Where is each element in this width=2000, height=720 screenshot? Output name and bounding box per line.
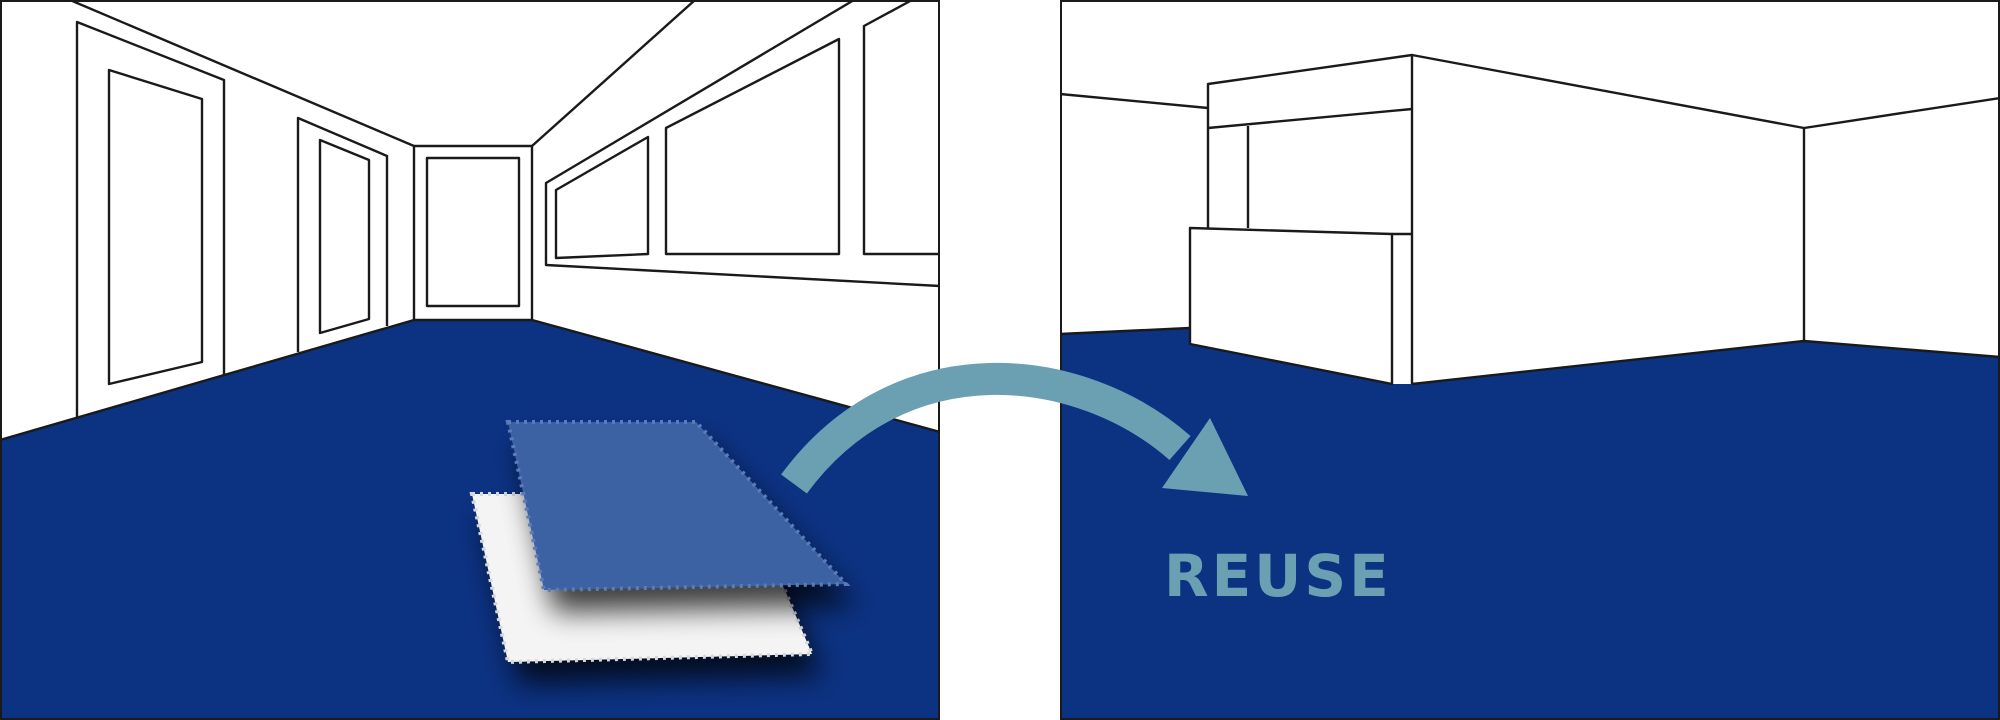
- new-room-panel: [1060, 0, 2000, 720]
- room-outline-left: [0, 0, 940, 442]
- reuse-arrow: [781, 362, 1248, 496]
- tile-lifted-edge: [505, 420, 851, 593]
- left-door-2: [318, 138, 371, 335]
- original-room-panel: [0, 0, 940, 720]
- back-door: [425, 156, 521, 308]
- left-door-1: [107, 68, 204, 386]
- right-window-1: [554, 135, 650, 260]
- tile-lifted: [508, 422, 846, 590]
- left-panel-frame: [0, 0, 940, 720]
- left-wall-panel-1: [75, 20, 226, 418]
- left-wall-panel-2: [296, 116, 389, 352]
- right-wall-ledge: [544, 0, 940, 288]
- floor-right: [1060, 328, 2000, 720]
- reuse-label: REUSE: [1164, 542, 1392, 610]
- right-panel-frame: [1060, 0, 2000, 720]
- counter-block: [1188, 226, 1394, 386]
- room-outline-right: [1060, 53, 2000, 386]
- right-window-3: [862, 0, 940, 256]
- right-window-2: [664, 37, 841, 256]
